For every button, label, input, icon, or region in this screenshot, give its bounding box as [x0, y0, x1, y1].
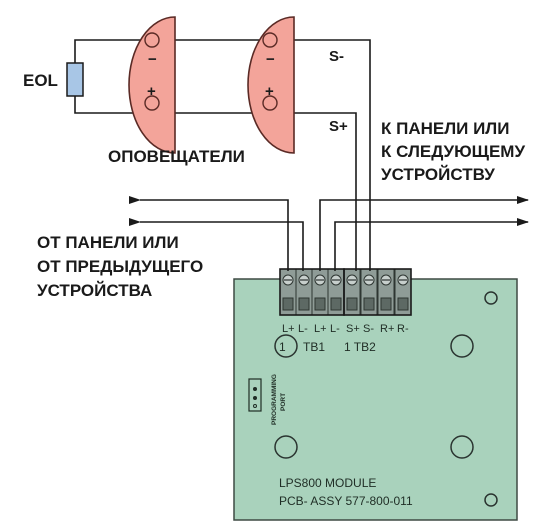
- sounder-1-minus: −: [148, 51, 157, 68]
- wire-l2: [129, 218, 304, 271]
- wire-s-minus: [74, 39, 371, 271]
- to-panel-line-1: К ПАНЕЛИ ИЛИ: [381, 119, 509, 138]
- terminal-4: [327, 268, 345, 316]
- pin-label-tb1-3: L+: [314, 323, 327, 335]
- to-panel-line-2: К СЛЕДУЮЩЕМУ: [381, 142, 525, 161]
- pin-label-tb2-2: S-: [363, 323, 374, 335]
- tb1-label: TB1: [303, 340, 325, 354]
- eol-resistor: [66, 62, 84, 97]
- module-assy: PCB- ASSY 577-800-011: [279, 494, 413, 508]
- terminal-3: [311, 268, 329, 316]
- tb1-number: 1: [279, 340, 286, 354]
- wire-l4: [334, 218, 529, 271]
- tb2-block: [343, 268, 412, 316]
- terminal-8: [394, 268, 412, 316]
- port-label-line2: PORT: [280, 393, 287, 411]
- sounder-1-plus: +: [147, 83, 156, 100]
- sounders-title: ОПОВЕЩАТЕЛИ: [108, 147, 245, 166]
- tb2-label: 1 TB2: [344, 340, 376, 354]
- wires: [74, 39, 529, 271]
- terminal-1: [279, 268, 297, 316]
- port-label-line1: PROGRAMMING: [271, 374, 278, 425]
- terminal-7: [377, 268, 395, 316]
- s-plus-label: S+: [329, 118, 348, 135]
- to-panel-line-3: УСТРОЙСТВУ: [381, 165, 495, 184]
- wire-l3: [319, 196, 529, 271]
- pin-label-tb1-1: L+: [282, 323, 295, 335]
- from-panel-line-1: ОТ ПАНЕЛИ ИЛИ: [37, 233, 179, 252]
- from-panel-line-3: УСТРОЙСТВА: [37, 281, 152, 300]
- terminal-blocks: [279, 268, 412, 316]
- wire-s-plus: [74, 94, 357, 271]
- terminal-2: [295, 268, 313, 316]
- pin-label-tb2-1: S+: [346, 323, 360, 335]
- pin-labels: L+ L- L+ L- S+ S- R+ R- 1 TB1 1 TB2: [279, 323, 409, 354]
- terminal-5: [343, 268, 361, 316]
- module-name: LPS800 MODULE: [279, 476, 376, 490]
- pin-label-tb2-3: R+: [380, 323, 394, 335]
- sounder-2: − +: [247, 16, 295, 154]
- lps800-board: [233, 278, 518, 521]
- pin-label-tb1-4: L-: [330, 323, 340, 335]
- mounting-holes: [274, 291, 498, 507]
- sounder-2-plus: +: [265, 83, 274, 100]
- sounder-1: − +: [128, 16, 176, 154]
- wire-l1: [129, 196, 289, 271]
- terminal-6: [360, 268, 378, 316]
- pin-label-tb2-4: R-: [397, 323, 409, 335]
- from-panel-line-2: ОТ ПРЕДЫДУЩЕГО: [37, 257, 203, 276]
- sounder-2-minus: −: [266, 51, 275, 68]
- programming-port: PROGRAMMING PORT: [248, 374, 287, 425]
- eol-label: EOL: [23, 71, 58, 90]
- s-minus-label: S-: [329, 48, 344, 65]
- pin-label-tb1-2: L-: [298, 323, 308, 335]
